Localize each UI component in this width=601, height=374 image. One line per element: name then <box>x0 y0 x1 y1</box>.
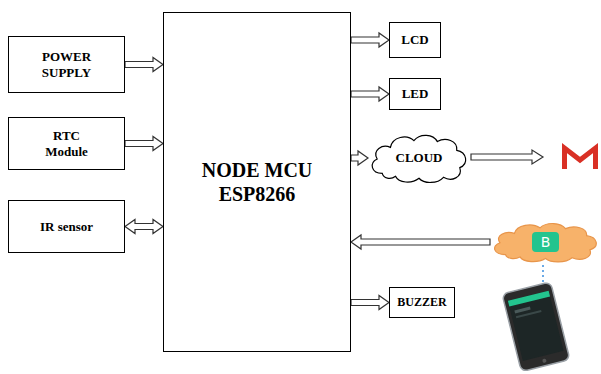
hollow-arrow <box>351 87 389 101</box>
app-logo: B <box>532 232 560 253</box>
node-label: CLOUD <box>396 150 443 166</box>
output-box: LCD <box>389 22 441 58</box>
gmail-icon <box>562 145 598 170</box>
hollow-arrow <box>125 220 163 234</box>
node-label: LED <box>402 86 429 102</box>
hollow-arrow <box>471 150 543 164</box>
node-label: NODE MCU ESP8266 <box>192 158 322 206</box>
node-label: BUZZER <box>397 295 446 309</box>
node-label: RTC Module <box>32 128 102 159</box>
output-box: BUZZER <box>389 287 455 318</box>
cloud-shape: CLOUD <box>368 131 470 185</box>
hollow-arrow <box>125 58 163 72</box>
hollow-arrow <box>351 151 368 165</box>
input-box: RTC Module <box>8 117 125 170</box>
node-label: POWER SUPPLY <box>27 49 107 80</box>
dotted-link <box>542 265 544 283</box>
hollow-arrow <box>125 137 163 151</box>
node-label: LCD <box>401 32 428 48</box>
output-box: LED <box>389 78 441 110</box>
input-box: POWER SUPPLY <box>8 36 125 93</box>
node-label: IR sensor <box>40 219 93 235</box>
hollow-arrow <box>351 235 490 249</box>
phone-illustration <box>502 282 570 372</box>
hollow-arrow <box>351 33 389 47</box>
controller-box: NODE MCU ESP8266 <box>163 12 351 352</box>
hollow-arrow <box>351 296 389 310</box>
input-box: IR sensor <box>8 200 125 253</box>
blynk-cloud: B <box>490 220 601 264</box>
